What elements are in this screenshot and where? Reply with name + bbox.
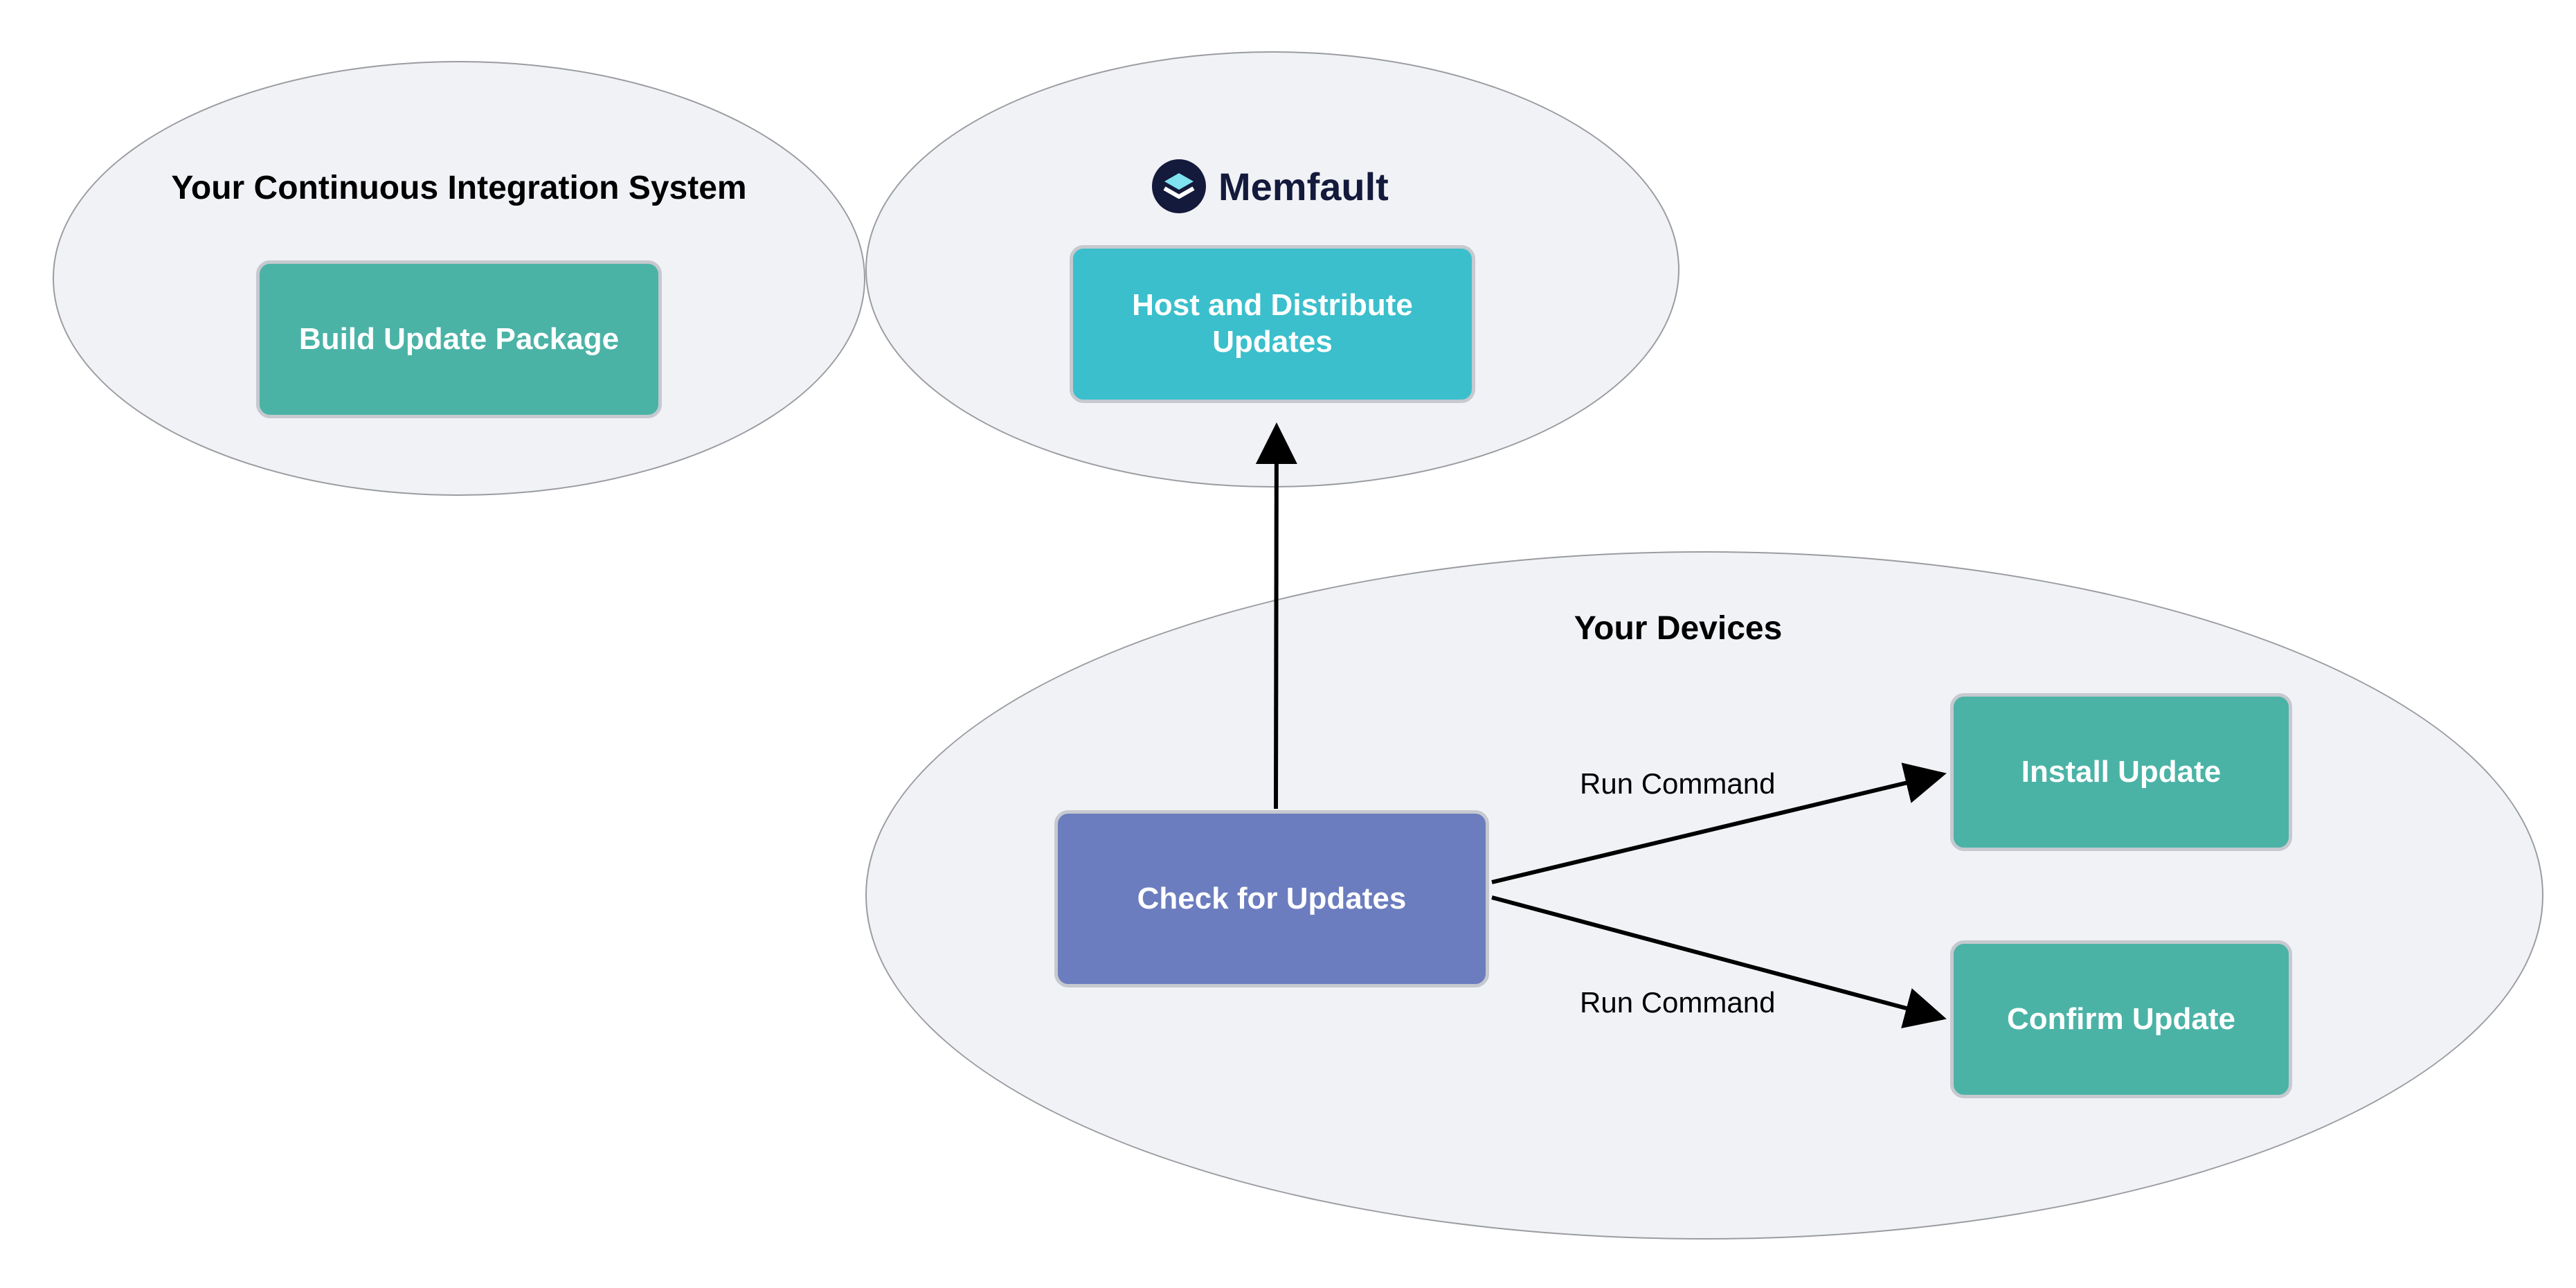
host-distribute-updates-label: Host and Distribute Updates: [1132, 288, 1413, 359]
check-to-confirm-arrow: [1491, 895, 1947, 1029]
check-to-host-arrow: [1255, 422, 1297, 810]
confirm-update-label: Confirm Update: [2007, 1001, 2235, 1036]
build-update-package-label: Build Update Package: [298, 321, 620, 356]
build-update-package-box[interactable]: Build Update Package: [256, 260, 662, 418]
check-to-install-arrow: [1491, 762, 1947, 884]
memfault-logo: Memfault: [1152, 159, 1389, 213]
host-distribute-updates-box[interactable]: Host and Distribute Updates: [1070, 245, 1475, 403]
memfault-logo-text: Memfault: [1218, 164, 1389, 208]
install-update-box[interactable]: Install Update: [1950, 693, 2292, 851]
memfault-logo-icon: [1152, 159, 1206, 213]
confirm-update-box[interactable]: Confirm Update: [1950, 940, 2292, 1098]
check-for-updates-box[interactable]: Check for Updates: [1054, 810, 1489, 987]
devices-title: Your Devices: [1574, 610, 1783, 647]
confirm-edge-label: Run Command: [1580, 986, 1776, 1019]
install-edge-label: Run Command: [1580, 767, 1776, 800]
check-for-updates-label: Check for Updates: [1137, 881, 1407, 915]
ci-system-title: Your Continuous Integration System: [171, 170, 747, 206]
install-update-label: Install Update: [2021, 754, 2222, 789]
